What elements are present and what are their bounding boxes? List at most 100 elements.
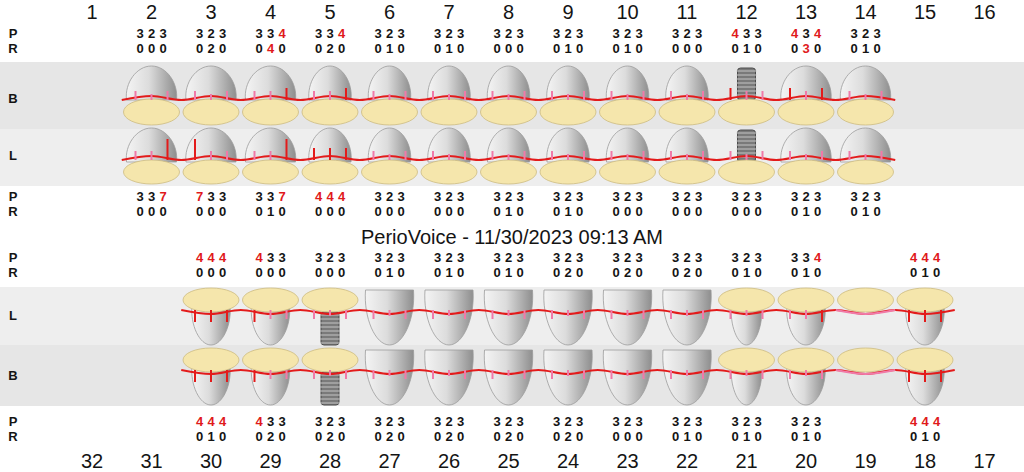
- recession-value: 0: [315, 42, 322, 55]
- probing-depth: 2: [445, 251, 452, 264]
- probing-depth: 3: [434, 251, 441, 264]
- probing-depth: 3: [338, 251, 345, 264]
- implant-thread: [737, 133, 757, 134]
- probing-depth: 3: [612, 415, 619, 428]
- row-label: L: [9, 149, 17, 162]
- probing-depth: 2: [326, 251, 333, 264]
- probing-depth: 3: [731, 190, 738, 203]
- recession-value: 1: [802, 430, 809, 443]
- pocket-tick: [313, 310, 315, 319]
- probing-depth: 3: [516, 27, 523, 40]
- pocket-tick: [686, 310, 688, 316]
- recession-value: 0: [850, 42, 857, 55]
- implant-thread: [737, 75, 757, 76]
- pocket-tick: [210, 310, 212, 322]
- probing-depth: 3: [553, 27, 560, 40]
- recession-value: 3: [802, 42, 809, 55]
- tooth-crown: [840, 66, 890, 100]
- pocket-tick: [746, 370, 748, 376]
- restoration-area: [719, 160, 775, 184]
- tooth-number: 26: [438, 451, 460, 471]
- tooth-crown: [544, 350, 592, 405]
- pocket-tick: [702, 370, 704, 379]
- recession-value: 0: [672, 42, 679, 55]
- probing-depth: 3: [695, 251, 702, 264]
- recession-value: 0: [255, 42, 262, 55]
- pocket-tick: [329, 370, 331, 376]
- probing-depth: 4: [910, 251, 917, 264]
- probing-depth: 3: [516, 251, 523, 264]
- tooth-number: 15: [914, 2, 936, 22]
- tooth-number: 11: [677, 2, 698, 22]
- pocket-tick: [940, 370, 942, 382]
- row-label: B: [8, 92, 17, 105]
- pocket-tick: [448, 154, 450, 160]
- pocket-tick: [551, 91, 553, 100]
- recession-value: 1: [505, 205, 512, 218]
- implant-thread: [737, 145, 757, 146]
- pocket-tick: [508, 94, 510, 100]
- recession-value: 0: [338, 205, 345, 218]
- probing-depth: 3: [159, 27, 166, 40]
- tooth-number: 32: [81, 451, 103, 471]
- pocket-tick: [373, 151, 375, 160]
- pocket-tick: [670, 310, 672, 319]
- pocket-tick: [730, 88, 732, 100]
- tooth-number: 10: [616, 2, 638, 22]
- probing-depth: 4: [315, 190, 322, 203]
- tooth-crown: [365, 350, 413, 405]
- probing-depth: 4: [791, 27, 798, 40]
- recession-value: 2: [445, 430, 452, 443]
- pocket-tick: [686, 370, 688, 376]
- probing-depth: 4: [338, 190, 345, 203]
- pocket-tick: [464, 310, 466, 319]
- tooth-crown: [663, 350, 711, 405]
- recession-value: 2: [267, 430, 274, 443]
- probing-depth: 2: [743, 190, 750, 203]
- pocket-tick: [210, 94, 212, 100]
- recession-value: 0: [397, 266, 404, 279]
- probing-depth: 3: [315, 251, 322, 264]
- pocket-tick: [702, 310, 704, 319]
- probing-depth: 2: [505, 251, 512, 264]
- recession-value: 1: [505, 266, 512, 279]
- buccal-band: [0, 345, 1024, 406]
- tooth-number: 8: [503, 2, 514, 22]
- probing-depth: 2: [564, 251, 571, 264]
- row-label: P: [9, 415, 18, 428]
- restoration-area: [838, 160, 894, 184]
- pocket-tick: [702, 91, 704, 100]
- pocket-tick: [865, 94, 867, 100]
- tooth-crown: [186, 66, 236, 100]
- pocket-tick: [448, 94, 450, 100]
- probing-depth: 3: [434, 190, 441, 203]
- pocket-tick: [583, 91, 585, 100]
- pocket-tick: [746, 91, 748, 100]
- probing-depth: 3: [338, 415, 345, 428]
- row-label: R: [8, 205, 17, 218]
- implant-thread: [737, 153, 757, 154]
- recession-value: 0: [255, 430, 262, 443]
- pocket-tick: [762, 310, 764, 319]
- recession-value: 0: [731, 430, 738, 443]
- recession-value: 0: [612, 205, 619, 218]
- tooth-number: 9: [562, 2, 573, 22]
- pocket-tick: [492, 91, 494, 100]
- probing-depth: 7: [159, 190, 166, 203]
- probing-depth: 3: [326, 27, 333, 40]
- pocket-tick: [670, 151, 672, 160]
- implant-thread: [737, 149, 757, 150]
- pocket-tick: [611, 370, 613, 379]
- recession-value: 0: [397, 205, 404, 218]
- pocket-tick: [567, 94, 569, 100]
- pocket-tick: [805, 91, 807, 100]
- probing-depth: 3: [553, 251, 560, 264]
- tooth-number: 16: [973, 2, 995, 22]
- probing-depth: 3: [553, 190, 560, 203]
- implant-thread: [320, 391, 340, 392]
- recession-value: 0: [576, 430, 583, 443]
- recession-value: 0: [850, 205, 857, 218]
- probing-depth: 3: [493, 190, 500, 203]
- pocket-tick: [448, 370, 450, 376]
- probing-depth: 2: [148, 27, 155, 40]
